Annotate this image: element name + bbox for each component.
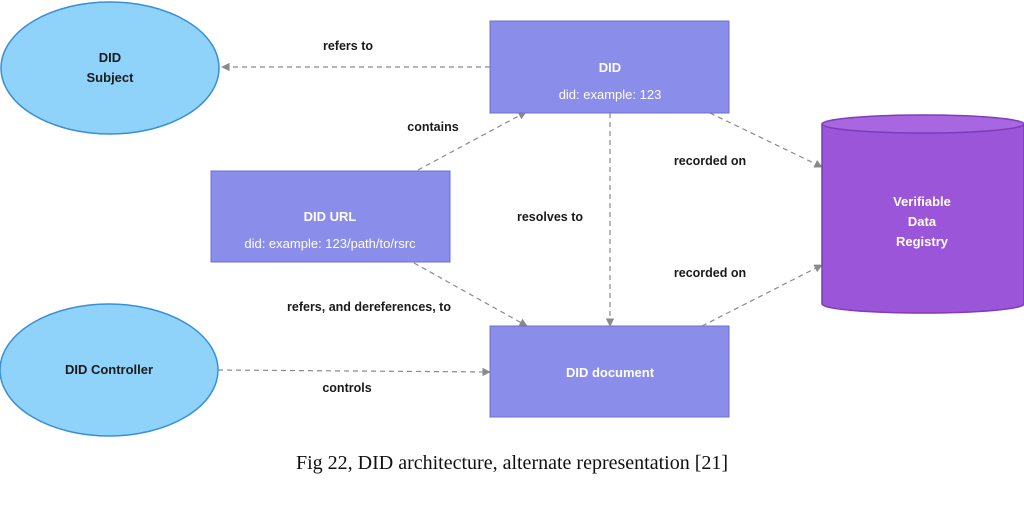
did-node: DID did: example: 123 (489, 20, 730, 114)
did-controller-ellipse (0, 303, 219, 437)
did-title: DID (599, 60, 621, 75)
did-box (489, 20, 730, 114)
did-subject-node: DID Subject (0, 1, 220, 135)
label-resolves-to: resolves to (517, 210, 583, 224)
did-url-box (210, 170, 451, 263)
registry-line2: Data (908, 214, 937, 229)
edge-recorded-on-1 (709, 112, 823, 168)
edge-recorded-on-2 (701, 264, 823, 327)
figure-caption: Fig 22, DID architecture, alternate repr… (295, 452, 729, 474)
edge-contains (417, 111, 527, 171)
did-document-label: DID document (566, 365, 655, 380)
edge-controls (217, 367, 491, 377)
label-controls: controls (322, 381, 371, 395)
registry-line3: Registry (896, 234, 949, 249)
label-recorded-on-2: recorded on (674, 266, 746, 280)
did-subject-line1: DID (99, 50, 121, 65)
label-recorded-on-1: recorded on (674, 154, 746, 168)
did-url-node: DID URL did: example: 123/path/to/rsrc (210, 170, 451, 263)
registry-cylinder-body (821, 123, 1024, 314)
did-document-node: DID document (489, 325, 730, 418)
did-value: did: example: 123 (559, 87, 662, 102)
label-refers-dereferences: refers, and dereferences, to (287, 300, 451, 314)
registry-node: Verifiable Data Registry (821, 114, 1024, 314)
registry-cylinder-top (821, 114, 1024, 134)
label-contains: contains (407, 120, 458, 134)
did-url-title: DID URL (304, 209, 357, 224)
did-document-box (489, 325, 730, 418)
label-refers-to: refers to (323, 39, 373, 53)
did-subject-ellipse (0, 1, 220, 135)
registry-line1: Verifiable (893, 194, 951, 209)
did-url-value: did: example: 123/path/to/rsrc (244, 236, 416, 251)
did-controller-label: DID Controller (65, 362, 153, 377)
edge-refers-dereferences (413, 262, 528, 327)
did-subject-line2: Subject (87, 70, 135, 85)
did-controller-node: DID Controller (0, 303, 219, 437)
